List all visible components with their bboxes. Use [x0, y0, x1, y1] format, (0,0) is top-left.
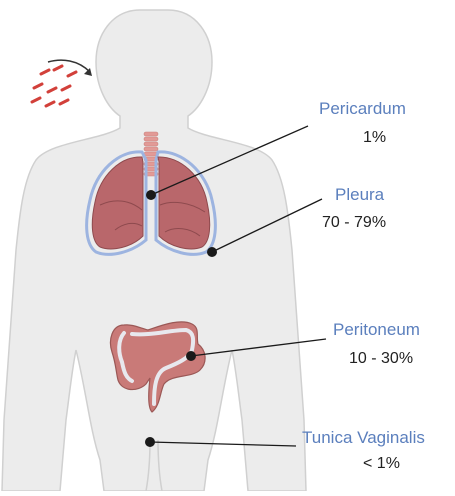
trachea-ring: [144, 142, 158, 146]
trachea-ring: [144, 137, 158, 141]
body-silhouette: [2, 10, 306, 491]
pleura-label: Pleura: [335, 185, 384, 205]
trachea-ring: [144, 132, 158, 136]
pericardum-value: 1%: [363, 129, 386, 147]
inhaled-particle-icon: [32, 66, 76, 106]
tunica-vaginalis-label: Tunica Vaginalis: [302, 428, 425, 448]
inhaled-particle: [48, 88, 56, 92]
peritoneum-value: 10 - 30%: [349, 350, 413, 368]
trachea-ring: [144, 147, 158, 151]
pericardum-label: Pericardum: [319, 99, 406, 119]
pleura-marker-dot: [207, 247, 217, 257]
inhaled-particle: [34, 84, 42, 88]
inhaled-particle: [60, 100, 68, 104]
inhaled-particle: [41, 70, 49, 74]
peritoneum-marker-dot: [186, 351, 196, 361]
tunica-vaginalis-marker-dot: [145, 437, 155, 447]
inhaled-particle: [46, 102, 54, 106]
pericardum-marker-dot: [146, 190, 156, 200]
pleura-value: 70 - 79%: [322, 214, 386, 232]
inhaled-particle: [32, 98, 40, 102]
inhaled-particle: [68, 72, 76, 76]
peritoneum-label: Peritoneum: [333, 320, 420, 340]
inhaled-particle: [62, 86, 70, 90]
tunica-vaginalis-value: < 1%: [363, 455, 400, 473]
inhaled-particle: [54, 66, 62, 70]
